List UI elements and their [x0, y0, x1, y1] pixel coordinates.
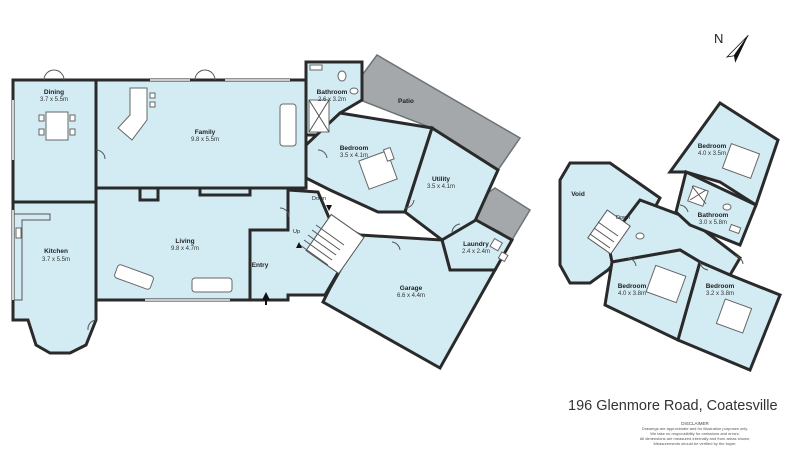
kitchen-sink [15, 227, 22, 239]
living-dims: 9.8 x 4.7m [171, 246, 199, 252]
stairs-ground [299, 213, 365, 275]
bathroom-upper-label: Bathroom [698, 212, 729, 219]
patio-label: Patio [398, 98, 414, 105]
tub [497, 251, 509, 263]
disclaimer-title: DISCLAIMER [681, 421, 709, 426]
dining-chair [69, 128, 76, 136]
bed-upper-3 [715, 298, 753, 334]
bed-upper-1 [721, 143, 761, 179]
bedroom-top-dims: 4.0 x 3.5m [698, 151, 726, 157]
north-label: N [714, 31, 723, 46]
door-entry-living [279, 207, 290, 218]
door-utility [404, 199, 415, 209]
pillow [382, 146, 395, 162]
kitchen-label: Kitchen [44, 248, 68, 255]
door-upper-2 [699, 261, 709, 271]
door-upper-3 [679, 204, 689, 213]
hall-fixture [635, 232, 645, 240]
disclaimer-line: Measurements should be verified by the b… [653, 441, 737, 446]
door-kitchen-right [87, 319, 97, 331]
disclaimer-line: All dimensions are measured internally a… [639, 436, 751, 441]
garage-label: Garage [400, 285, 423, 292]
bar-stool [149, 92, 156, 99]
bedroom-dims: 3.5 x 4.1m [340, 153, 368, 159]
dining-chair [38, 128, 45, 136]
bedroom-top-room [667, 100, 780, 208]
family-label: Family [195, 129, 216, 136]
dining-table [45, 111, 69, 141]
bedroom-top-label: Bedroom [698, 143, 727, 150]
living-couch-left [114, 264, 154, 290]
stairs-down-upper-label: Down [616, 215, 630, 221]
bathroom-dims: 2.6 x 3.2m [318, 97, 346, 103]
bedroom-mid-dims: 4.0 x 3.8m [618, 291, 646, 297]
void-label: Void [571, 191, 585, 198]
utility-label: Utility [432, 176, 450, 183]
disclaimer-block: DISCLAIMER Drawings are approximate and … [600, 421, 790, 446]
door-upper-1 [627, 257, 637, 267]
garage-room [321, 233, 498, 371]
entry-label: Entry [252, 262, 269, 269]
family-dims: 9.8 x 5.5m [191, 137, 219, 143]
bedroom-mid-label: Bedroom [618, 283, 647, 290]
bathroom-upper-dims: 3.0 x 5.8m [699, 220, 727, 226]
entry-arrow-icon [262, 292, 270, 300]
kitchen-bench [14, 213, 51, 301]
stairs-upper [587, 209, 631, 255]
north-arrow-icon [725, 34, 749, 63]
toilet [337, 70, 347, 82]
garage-dims: 6.6 x 4.4m [397, 293, 425, 299]
vanity [309, 64, 323, 71]
kitchen-island [117, 87, 148, 141]
bar-stool [149, 101, 156, 108]
door-laundry [451, 223, 461, 233]
bedroom-right-dims: 3.2 x 3.8m [706, 291, 734, 297]
dining-room [11, 78, 98, 204]
laundry-dims: 2.4 x 2.4m [462, 249, 490, 255]
bathroom-label: Bathroom [317, 89, 348, 96]
property-address: 196 Glenmore Road, Coatesville [568, 398, 778, 414]
door-dining-top [43, 69, 65, 81]
toilet-upper [722, 203, 732, 211]
kitchen-dims: 3.7 x 5.5m [42, 257, 70, 263]
vanity-upper [728, 223, 742, 235]
stairs-up-label: Up [293, 229, 300, 235]
family-couch [279, 103, 297, 147]
kitchen-room [11, 200, 98, 355]
arrow-down-icon [326, 205, 332, 211]
family-living-notch [138, 188, 160, 202]
utility-dims: 3.5 x 4.1m [427, 184, 455, 190]
laundry-label: Laundry [463, 241, 489, 248]
dining-chair [38, 114, 45, 122]
door-upper-4 [734, 255, 744, 265]
entry-arrow-stem [265, 299, 267, 305]
disclaimer-line: Drawings are approximate and for illustr… [641, 426, 749, 431]
disclaimer-line: We take no responsibility for omissions … [650, 431, 740, 436]
shower-upper-cross [691, 185, 707, 205]
door-garage [391, 241, 401, 251]
living-notch-right [198, 188, 252, 197]
door-dining-family [95, 149, 106, 160]
dining-chair [69, 114, 76, 122]
arrow-up-icon [296, 242, 302, 248]
dining-dims: 3.7 x 5.5m [40, 97, 68, 103]
living-couch-bottom [191, 277, 233, 293]
living-label: Living [175, 238, 194, 245]
bedroom-right-label: Bedroom [706, 283, 735, 290]
door-bedroom [317, 149, 328, 159]
bedroom-label: Bedroom [340, 145, 369, 152]
stairs-down-label: Down [312, 196, 326, 202]
basin [349, 87, 359, 95]
shower-cross [308, 99, 330, 133]
north-compass: N [712, 28, 752, 72]
shower-upper-cross [689, 189, 707, 201]
bed-upper-2 [645, 264, 687, 304]
bath-shower-upper [687, 185, 709, 207]
door-family-top [194, 69, 216, 81]
washer [489, 237, 504, 252]
dining-label: Dining [44, 89, 64, 96]
